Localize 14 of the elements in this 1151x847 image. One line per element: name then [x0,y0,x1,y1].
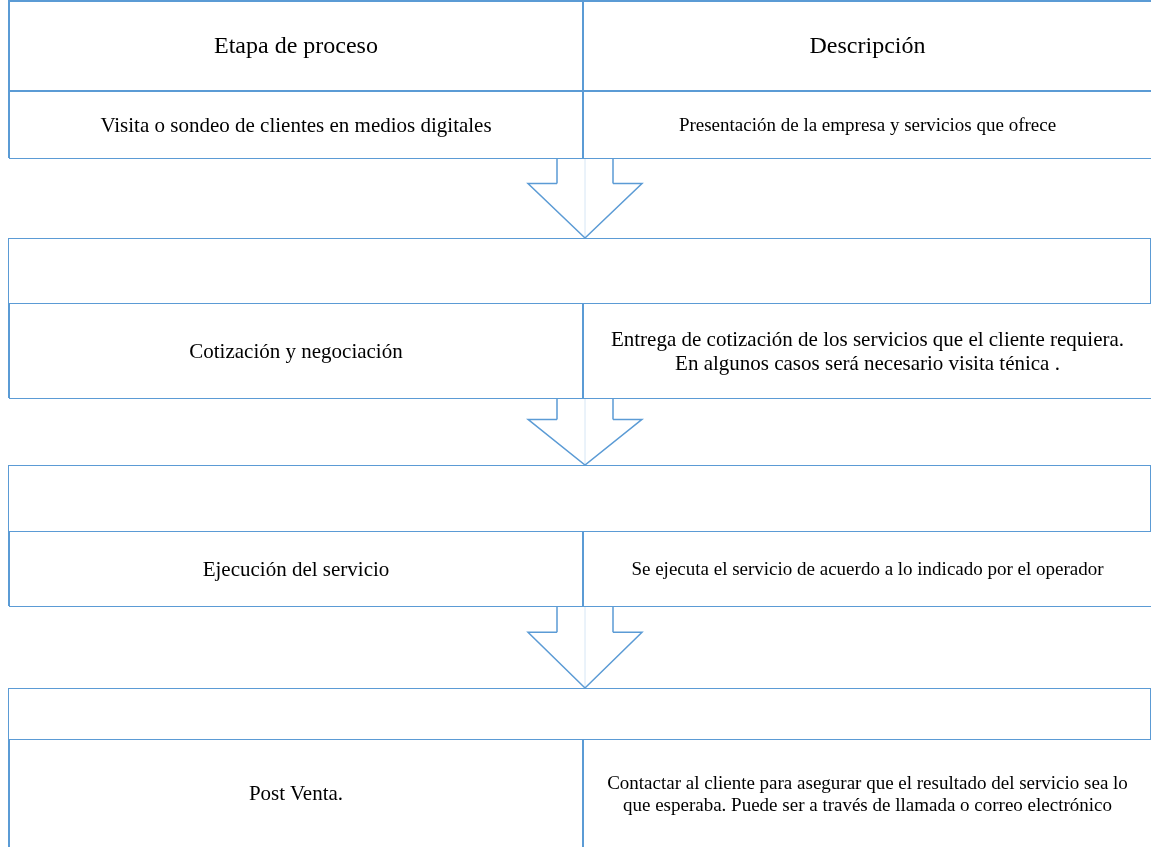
process-band [8,688,1151,847]
stage-cell: Visita o sondeo de clientes en medios digitales [9,91,583,159]
process-band [8,465,1151,606]
header-cell: Etapa de proceso [9,1,583,91]
process-band [8,238,1151,398]
stage-cell: Ejecución del servicio [9,531,583,607]
stage-cell: Post Venta. [9,739,583,847]
description-cell: Entrega de cotización de los servicios que el cliente requiera. En algunos casos será necesario visita ténica . [583,303,1151,399]
description-cell: Se ejecuta el servicio de acuerdo a lo indicado por el operador [583,531,1151,607]
description-cell: Presentación de la empresa y servicios que ofrece [583,91,1151,159]
header-cell: Descripción [583,1,1151,91]
process-band [8,0,1151,158]
stage-cell: Cotización y negociación [9,303,583,399]
description-cell: Contactar al cliente para asegurar que el resultado del servicio sea lo que esperaba. Puede ser a través de llamada o correo electrónico [583,739,1151,847]
